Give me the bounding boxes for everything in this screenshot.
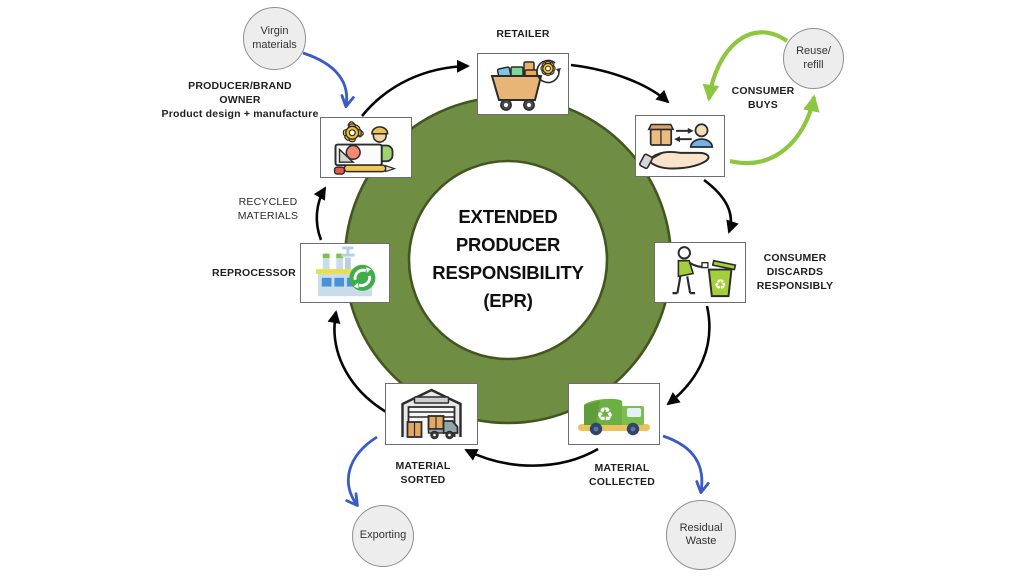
material-collected-label: MATERIAL COLLECTED [572,461,672,489]
recycled-materials-label-line: RECYCLED [238,196,298,208]
consumer-discards-label-line: DISCARDS [766,266,824,278]
consumer-discards-label: CONSUMER DISCARDS RESPONSIBLY [740,251,850,293]
center-title: EXTENDED PRODUCER RESPONSIBILITY (EPR) [408,203,608,315]
warehouse-icon [401,388,462,440]
center-title-line: RESPONSIBILITY [432,262,584,283]
retailer-label: RETAILER [473,27,573,41]
arrow-reuse-to-consumer [702,30,789,102]
producer-label-line: Product design + manufacture [161,108,319,120]
retailer-label-line: RETAILER [496,28,550,40]
arrow-virgin-to-producer [302,51,355,109]
arrow-producer-to-retailer [360,59,470,117]
producer-label-line: PRODUCER/BRAND [188,80,292,92]
recycled-materials-label-line: MATERIALS [237,210,299,222]
bubble-residual-waste-line: Residual [679,521,723,534]
material-sorted-node [385,383,478,445]
reprocessor-node [300,243,390,303]
arrow-discards-to-collected [666,305,711,406]
consumer-buys-label: CONSUMER BUYS [717,84,809,112]
svg-text:♻: ♻ [596,404,613,426]
center-title-line: PRODUCER [455,234,561,255]
arrow-sorted-to-reprocessor [327,310,389,415]
consumer-discards-label-line: RESPONSIBLY [756,280,834,292]
reprocessor-label: REPROCESSOR [198,266,310,280]
bubble-reuse-refill-line: refill [803,58,824,71]
arrow-reprocessor-to-producer [313,186,327,241]
bubble-exporting: Exporting [352,505,414,567]
product-design-manufacture-icon [333,121,397,175]
producer-label: PRODUCER/BRAND OWNER Product design + ma… [154,79,326,121]
bubble-residual-waste-line: Waste [685,535,717,547]
person-recycle-bin-icon: ♻ [672,246,737,298]
reuse-loop-arrows [702,30,820,166]
material-collected-node: ♻ [568,383,660,445]
retailer-node [477,53,569,115]
producer-node [320,117,412,178]
bubble-virgin-materials: Virgin materials [243,7,306,70]
arrow-sorted-to-exporting [345,435,378,507]
bubble-exporting-line: Exporting [359,529,407,542]
bubble-virgin-materials-line: materials [252,38,297,51]
product-handover-icon [639,123,714,170]
recycled-materials-label: RECYCLED MATERIALS [222,195,314,223]
arrow-consumer-to-reuse [729,94,820,166]
retail-cart-icon [490,59,561,111]
bubble-reuse-refill: Reuse/ refill [783,28,844,89]
material-sorted-label-line: MATERIAL [395,460,451,472]
center-title-line: EXTENDED [458,206,558,227]
bubble-residual-waste: Residual Waste [666,500,736,570]
bubble-virgin-materials-line: Virgin [260,25,289,37]
svg-text:♻: ♻ [714,277,726,293]
arrow-retailer-to-consumer [570,63,670,104]
epr-ring [343,95,673,425]
material-collected-label-line: MATERIAL [594,462,650,474]
cycle-arrows [313,59,739,467]
factory-recycle-icon [316,246,376,297]
consumer-discards-node: ♻ [654,242,746,303]
arrow-consumer-to-discards [703,178,739,234]
consumer-buys-label-line: CONSUMER [731,85,795,97]
consumer-discards-label-line: CONSUMER [763,252,827,264]
center-title-line: (EPR) [483,290,533,311]
consumer-buys-label-line: BUYS [748,99,778,111]
arrow-collected-to-sorted [464,447,599,467]
recycling-truck-icon: ♻ [578,398,650,436]
producer-label-line: OWNER [219,94,261,106]
consumer-buys-node [635,115,725,177]
material-sorted-label: MATERIAL SORTED [373,459,473,487]
io-arrows [302,51,710,507]
material-sorted-label-line: SORTED [400,474,446,486]
bubble-reuse-refill-line: Reuse/ [796,45,831,57]
arrow-collected-to-residual [662,434,710,495]
reprocessor-label-line: REPROCESSOR [212,267,296,279]
material-collected-label-line: COLLECTED [589,476,655,488]
